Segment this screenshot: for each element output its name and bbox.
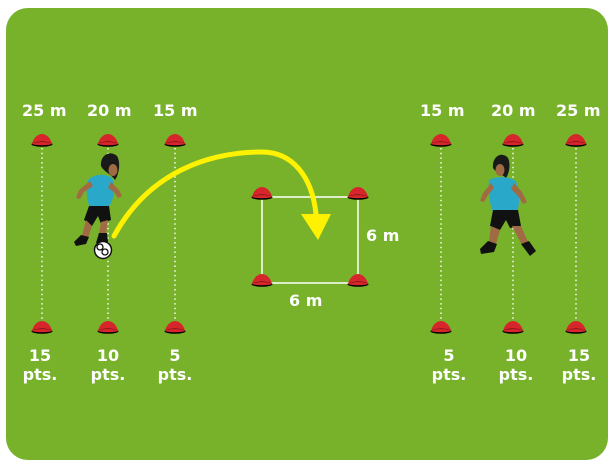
distance-label-right-20m: 20 m [491,101,536,120]
cone-icon [565,321,587,334]
cone-icon [97,321,119,334]
square-bottom-label: 6 m [289,291,323,310]
points-label-right-3: 15 pts. [554,346,604,384]
cone-icon [565,134,587,147]
points-label-right-2: 10 pts. [491,346,541,384]
pass-arrow-icon [111,149,331,240]
points-label-left-1: 15 pts. [15,346,65,384]
square-side-label: 6 m [366,226,400,245]
points-unit: pts. [157,365,193,384]
points-value: 15 [28,346,52,365]
points-label-left-2: 10 pts. [83,346,133,384]
points-unit: pts. [22,365,58,384]
points-value: 5 [169,346,181,365]
cone-icon [430,134,452,147]
distance-label-right-25m: 25 m [556,101,601,120]
cone-icon [164,321,186,334]
cone-icon [97,134,119,147]
points-unit: pts. [431,365,467,384]
points-label-left-3: 5 pts. [150,346,200,384]
cone-icon [347,187,369,200]
cone-icon [251,187,273,200]
player-kicking-icon [74,153,122,246]
cone-icon [347,274,369,287]
distance-label-left-20m: 20 m [87,101,132,120]
points-unit: pts. [90,365,126,384]
cone-icon [31,134,53,147]
player-receiving-icon [480,154,536,256]
points-label-right-1: 5 pts. [424,346,474,384]
cone-icon [502,321,524,334]
cone-icon [31,321,53,334]
distance-label-right-15m: 15 m [420,101,465,120]
points-value: 15 [567,346,591,365]
points-value: 10 [96,346,120,365]
points-value: 5 [443,346,455,365]
cone-icon [430,321,452,334]
target-square [261,196,359,284]
points-unit: pts. [561,365,597,384]
cone-icon [164,134,186,147]
soccer-ball-icon [93,240,113,260]
points-value: 10 [504,346,528,365]
points-unit: pts. [498,365,534,384]
distance-label-left-15m: 15 m [153,101,198,120]
distance-label-left-25m: 25 m [22,101,67,120]
cone-icon [251,274,273,287]
cone-icon [502,134,524,147]
